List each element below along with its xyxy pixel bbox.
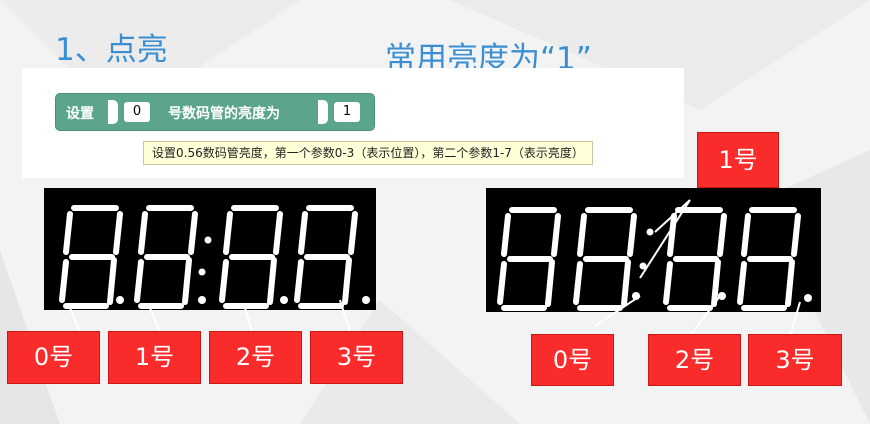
position-label-1: 1号 — [697, 132, 779, 188]
position-label-2: 2号 — [209, 331, 302, 384]
set-brightness-block[interactable]: 设置 0 号数码管的亮度为 1 — [55, 93, 375, 131]
segments-dim — [59, 205, 370, 309]
block-prefix-label: 设置 — [66, 106, 94, 122]
position-label-0: 0号 — [531, 334, 614, 386]
brightness-field[interactable]: 1 — [334, 102, 360, 122]
position-label-0: 0号 — [7, 331, 100, 384]
seven-segment-display-bright — [486, 188, 821, 312]
block-input-notch — [108, 100, 118, 124]
block-middle-label: 号数码管的亮度为 — [168, 106, 280, 122]
position-field[interactable]: 0 — [124, 102, 150, 122]
position-label-1: 1号 — [108, 331, 201, 384]
seven-segment-display-dim — [44, 188, 376, 310]
segments-bright — [497, 207, 812, 311]
position-label-3: 3号 — [748, 334, 842, 386]
section-title: 1、点亮 — [55, 32, 168, 68]
block-input-notch — [318, 100, 328, 124]
position-label-3: 3号 — [310, 331, 403, 384]
block-tooltip: 设置0.56数码管亮度，第一个参数0-3（表示位置），第二个参数1-7（表示亮度… — [143, 141, 593, 165]
position-label-2: 2号 — [648, 334, 741, 386]
